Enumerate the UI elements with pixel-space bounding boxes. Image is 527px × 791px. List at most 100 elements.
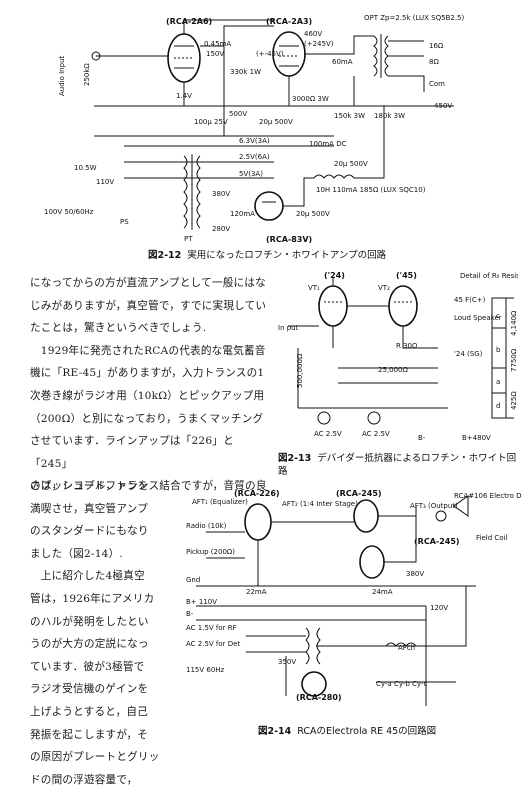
r2-label: 330k 1W xyxy=(230,68,261,76)
ac25a-label: AC 2.5V xyxy=(314,430,342,438)
text-line: 満喫させ，真空管アンプ xyxy=(30,502,148,515)
v115-label: 115V 60Hz xyxy=(186,666,225,674)
tube-d-label: (RCA-280) xyxy=(296,693,342,702)
vt1-label: VT₁ xyxy=(308,284,320,292)
r45-label: 45 F(C+) xyxy=(454,296,486,304)
r1-label: 250kΩ xyxy=(83,63,91,86)
radio-label: Radio (10k) xyxy=(186,522,227,530)
fuse-label: 10.5W xyxy=(74,164,97,172)
text-line: のスタンダードにもなり xyxy=(30,525,149,538)
c4-label: 20μ 500V xyxy=(334,160,368,168)
h25-label: 2.5V(6A) xyxy=(239,153,270,161)
v450-label: 450V xyxy=(434,102,452,110)
rc30-label: R 30Ω xyxy=(396,342,418,350)
v350-label: 350V xyxy=(278,658,296,666)
text-line: さは，レコードファンを xyxy=(30,480,149,492)
r-d-label: d xyxy=(496,402,500,410)
ma100-label: 100mA DC xyxy=(309,140,347,148)
caption-number: 図2-12 xyxy=(148,250,182,261)
c5-label: 20μ 500V xyxy=(296,210,330,218)
pri100-label: 100V 50/60Hz xyxy=(44,208,94,216)
c2-label: 100μ 25V xyxy=(194,118,228,126)
tube-v2-label: (RCA-2A3) xyxy=(266,17,312,26)
afch-label: AFch xyxy=(398,644,415,652)
rgrid-label: 500,000Ω xyxy=(296,353,304,388)
r-a-label: a xyxy=(496,378,500,386)
rb-label: 25,000Ω xyxy=(378,366,408,374)
text-line: 次巻き線がラジオ用（10kΩ）とピックアップ用 xyxy=(30,389,265,402)
text-line: させています．ラインアップは「226」と「245」 xyxy=(30,435,234,470)
caption-number: 図2-13 xyxy=(278,453,312,464)
audio-input-label: Audio Input xyxy=(58,55,66,96)
b480-label: B+480V xyxy=(462,434,491,442)
text-line: ラジオ受信機のゲインを xyxy=(30,683,149,696)
text-line: 1929年に発売されたRCAの代表的な電気蓄音 xyxy=(30,344,266,357)
pickup-label: Pickup (200Ω) xyxy=(186,548,235,556)
val-a-label: 425Ω xyxy=(510,391,518,410)
tube1-label: ('24) xyxy=(324,271,345,280)
text-line: 管は，1926年にアメリカ xyxy=(30,592,155,605)
bp-label: B+ 110V xyxy=(186,598,217,606)
bminus-label: B- xyxy=(418,434,426,442)
ac15-label: AC 1.5V for RF xyxy=(186,624,237,632)
figure-2-13-schematic: ('24) ('45) VT₁ VT₂ In put 500,000Ω R 30… xyxy=(278,268,518,446)
c3-label: 20μ 500V xyxy=(259,118,293,126)
figure-2-12-schematic: Audio Input 250kΩ (RCA-2A6) (RCA-2A3) OP… xyxy=(34,6,496,246)
bias-label: 0.45mA xyxy=(204,40,231,48)
aft3-label: AFT₃ (Output) xyxy=(410,502,458,510)
r-c-label: c xyxy=(496,312,500,320)
v14-label: 1.4V xyxy=(176,92,192,100)
ac25b-label: AC 2.5V xyxy=(362,430,390,438)
opt-label: OPT Zp=2.5k (LUX SQ5B2.5) xyxy=(364,14,465,22)
v380-label: 380V xyxy=(406,570,424,578)
v280-label: 280V xyxy=(212,225,230,233)
r4-label: 150k 3W xyxy=(334,112,365,120)
text-line: 上げようとすると，自己 xyxy=(30,705,148,718)
v460b-label: (+245V) xyxy=(304,40,334,48)
body-text-wide: になってからの方が直流アンプとして一般にはな じみがありますが，真空管で，すでに… xyxy=(30,272,270,498)
text-line: たことは，驚きというべきでしょう. xyxy=(30,322,207,335)
text-line: うのが大方の定説になっ xyxy=(30,638,149,651)
speaker-label: RCA#106 Electro Dynamic Speaker xyxy=(454,492,522,500)
figure-2-14-schematic: (RCA-226) (RCA-245) (RCA-245) (RCA-280) … xyxy=(186,486,522,718)
field-label: Field Coil xyxy=(476,534,507,542)
input-label: In put xyxy=(278,324,299,332)
caption-text: 実用になったロフチン・ホワイトアンプの回路 xyxy=(187,250,387,261)
detail-label: Detail of R₀ Resistor xyxy=(460,272,518,280)
text-line: 発振を起こしますが，そ xyxy=(30,728,149,741)
tube-rect-label: (RCA-83V) xyxy=(266,235,312,244)
com-label: Com xyxy=(429,80,445,88)
out16-label: 16Ω xyxy=(429,42,444,50)
h5-label: 5V(3A) xyxy=(239,170,263,178)
ma120-label: 120mA xyxy=(230,210,255,218)
choke-label: 10H 110mA 185Ω (LUX SQC10) xyxy=(316,186,426,194)
ma24-label: 24mA xyxy=(372,588,393,596)
tube-v1-label: (RCA-2A6) xyxy=(166,17,212,26)
text-line: になってからの方が直流アンプとして一般にはな xyxy=(30,277,266,289)
caption-text: デバイダー抵抗器によるロフチン・ホワイト回路 xyxy=(278,453,517,477)
text-line: のプッシュプル，トランス結合ですが，音質の良 xyxy=(30,480,267,493)
val-b-label: 7750Ω xyxy=(510,348,518,372)
ps-label: PS xyxy=(120,218,129,226)
text-line: ています．彼が3極管で xyxy=(30,660,145,673)
r-b-label: b xyxy=(496,346,501,354)
v120-label: 120V xyxy=(430,604,448,612)
v460-label: 460V xyxy=(304,30,322,38)
text-line: じみがありますが，真空管で，すでに実現してい xyxy=(30,299,267,312)
bm-label: B- xyxy=(186,610,194,618)
caps-label: Cy-a Cy-b Cy-c xyxy=(376,680,427,688)
out8-label: 8Ω xyxy=(429,58,439,66)
c1-label: 500V xyxy=(229,110,247,118)
vt2-label: VT₂ xyxy=(378,284,390,292)
r24-label: '24 (SG) xyxy=(454,350,483,358)
text-line: のハルが発明をしたとい xyxy=(30,615,149,628)
v150-label: 150V xyxy=(206,50,224,58)
ac25-label: AC 2.5V for Det xyxy=(186,640,240,648)
r5-label: 180k 3W xyxy=(374,112,405,120)
tube-c-label: (RCA-245) xyxy=(414,537,460,546)
gnd-label: Gnd xyxy=(186,576,200,584)
h63-label: 6.3V(3A) xyxy=(239,137,270,145)
ma22-label: 22mA xyxy=(246,588,267,596)
text-line: 上に紹介した4極真空 xyxy=(30,570,145,583)
